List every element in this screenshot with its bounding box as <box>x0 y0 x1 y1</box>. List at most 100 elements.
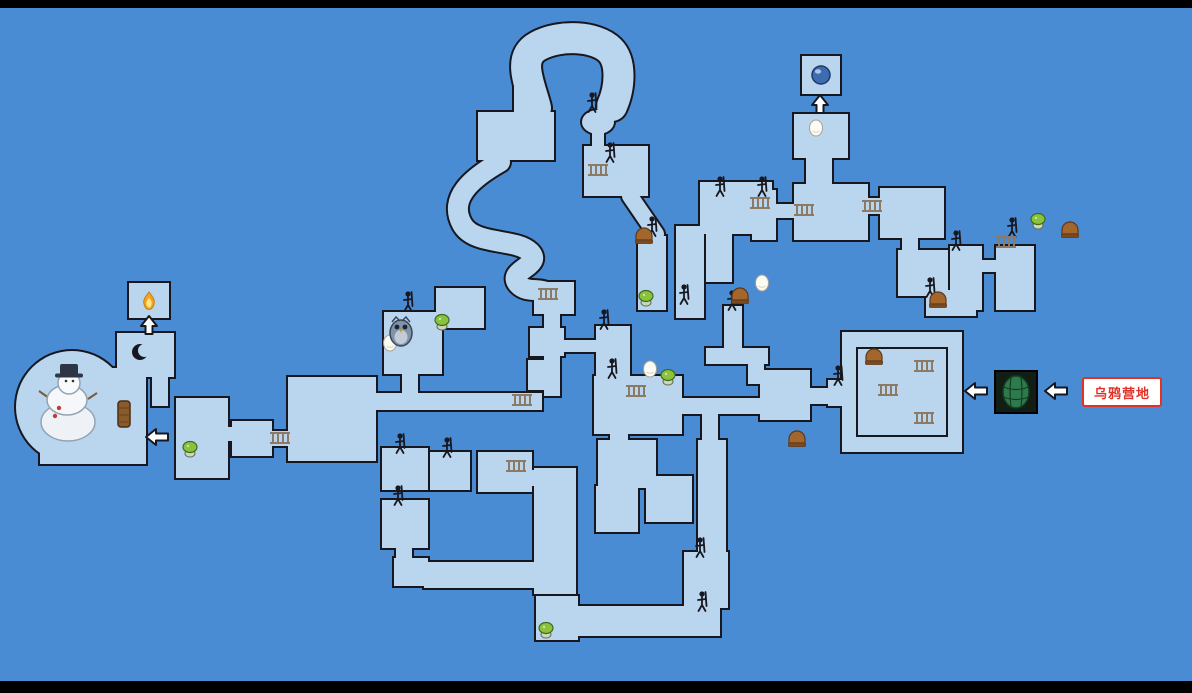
helmet-icon <box>865 348 883 365</box>
door-icon <box>117 400 131 428</box>
flame-icon <box>143 291 155 311</box>
arrow-up-icon <box>140 315 158 335</box>
stick-figure-icon <box>833 365 844 386</box>
stick-figure-icon <box>1007 217 1018 238</box>
map-room <box>394 558 428 586</box>
stick-figure-icon <box>393 485 404 506</box>
map-room <box>610 432 628 442</box>
map-room <box>152 376 168 406</box>
snowman-icon <box>38 364 98 442</box>
stick-figure-icon <box>607 358 618 379</box>
map-room <box>698 440 726 554</box>
stick-figure-icon <box>695 537 706 558</box>
map-room <box>776 204 796 218</box>
ladder-icon <box>506 460 526 472</box>
stick-figure-icon <box>697 591 708 612</box>
map-room <box>288 377 376 461</box>
map-room <box>842 332 962 452</box>
map-room <box>382 500 428 548</box>
stick-figure-icon <box>605 142 616 163</box>
helmet-icon <box>788 430 806 447</box>
map-room <box>578 606 720 636</box>
egg-icon <box>643 360 657 378</box>
map-room <box>996 246 1034 310</box>
helmet-icon <box>929 291 947 308</box>
map-room <box>382 448 428 490</box>
map-room <box>524 470 538 486</box>
map-room <box>430 452 470 490</box>
map-room <box>176 398 228 478</box>
map-room <box>702 412 718 442</box>
map-room <box>806 158 832 186</box>
map-room <box>424 562 538 588</box>
ladder-icon <box>996 236 1016 248</box>
ladder-icon <box>914 412 934 424</box>
arrow-left-icon <box>964 382 988 400</box>
mushroom-icon <box>1030 212 1046 230</box>
egg-icon <box>809 119 823 137</box>
arrow-left-icon <box>145 428 169 446</box>
basket-icon <box>994 370 1038 414</box>
map-room <box>902 236 918 252</box>
stick-figure-icon <box>599 309 610 330</box>
owl-icon <box>389 315 413 347</box>
stick-figure-icon <box>757 176 768 197</box>
map-corridor <box>511 23 634 123</box>
stick-figure-icon <box>925 277 936 298</box>
ladder-icon <box>914 360 934 372</box>
stick-figure-icon <box>951 230 962 251</box>
map-room <box>564 340 598 352</box>
map-corridor <box>447 152 556 302</box>
crow-camp-label: 乌鸦营地 <box>1082 377 1162 407</box>
mushroom-icon <box>182 440 198 458</box>
map-inner-room <box>856 347 948 437</box>
ladder-icon <box>512 394 532 406</box>
stick-figure-icon <box>395 433 406 454</box>
map-room <box>898 250 948 296</box>
stick-figure-icon <box>442 437 453 458</box>
map-room <box>592 130 604 150</box>
ladder-icon <box>750 197 770 209</box>
helmet-icon <box>1061 221 1079 238</box>
mushroom-icon <box>538 621 554 639</box>
mushroom-icon <box>660 368 676 386</box>
stick-figure-icon <box>403 291 414 312</box>
letterbox-bottom <box>0 681 1192 693</box>
moon-icon <box>132 344 151 360</box>
map-room <box>528 360 558 390</box>
map-room <box>760 370 810 420</box>
ladder-icon <box>794 204 814 216</box>
map-room <box>724 306 742 352</box>
mushroom-icon <box>638 289 654 307</box>
arrow-left-icon <box>1044 382 1068 400</box>
map-room <box>530 328 564 356</box>
map-room <box>880 188 944 238</box>
map-room <box>478 112 554 160</box>
map-room <box>706 348 768 364</box>
map-room <box>232 421 272 456</box>
map-room <box>402 372 418 395</box>
stick-figure-icon <box>587 92 598 113</box>
map-room <box>646 476 692 522</box>
map-room <box>584 146 648 196</box>
map-room <box>374 393 542 410</box>
map-room <box>582 110 614 134</box>
ladder-icon <box>878 384 898 396</box>
arrow-up-icon <box>811 94 829 114</box>
helmet-icon <box>731 287 749 304</box>
helmet-icon <box>635 227 653 244</box>
map-room <box>980 260 998 272</box>
ladder-icon <box>270 432 290 444</box>
ladder-icon <box>626 385 646 397</box>
map-room <box>794 114 848 158</box>
ladder-icon <box>538 288 558 300</box>
map-room <box>596 486 638 532</box>
mushroom-icon <box>434 313 450 331</box>
icon-layer <box>38 65 1079 639</box>
ladder-icon <box>862 200 882 212</box>
ladder-icon <box>588 164 608 176</box>
orb-icon <box>811 65 831 85</box>
map-room <box>794 184 868 240</box>
